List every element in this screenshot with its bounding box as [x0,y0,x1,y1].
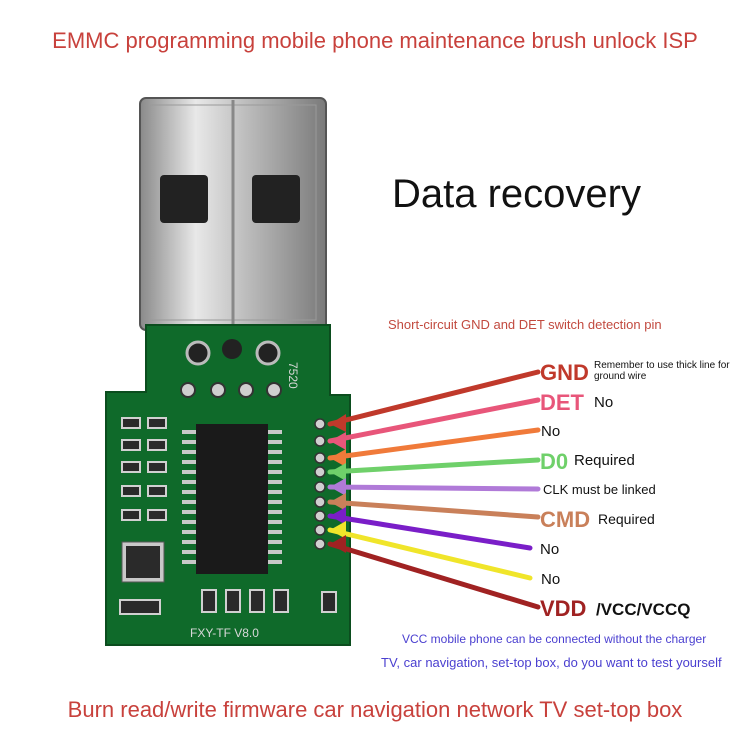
usb-connector [139,97,327,331]
tv-note: TV, car navigation, set-top box, do you … [381,655,722,670]
pin-no-3-desc: No [541,571,561,588]
pin-cmd-label: CMD [540,507,591,532]
main-heading: Data recovery [392,172,641,216]
board-marking-bottom: FXY-TF V8.0 [190,626,259,640]
arrow-d0 [327,457,541,475]
arrow-det [327,397,541,444]
arrow-gnd [327,369,541,427]
footer-title: Burn read/write firmware car navigation … [67,697,683,722]
arrow-vdd [327,541,541,610]
pin-vdd-desc: /VCC/VCCQ [596,600,691,619]
pin-no-1-desc: No [541,423,561,440]
arrow-no-2 [327,513,533,551]
pin-d0-label: D0 [540,449,569,474]
vcc-note: VCC mobile phone can be connected withou… [402,632,707,646]
pin-clk-desc: CLK must be linked [543,482,656,497]
pin-gnd-label: GND [540,360,589,385]
subnote: Short-circuit GND and DET switch detecti… [388,317,662,332]
arrow-no-3 [327,527,533,581]
board-marking-top: 7520 [286,362,300,389]
pcb-board [105,324,351,646]
pin-vdd-label: VDD [540,596,587,621]
pin-det-label: DET [540,390,584,415]
arrow-clk [327,484,541,492]
pin-no-2-desc: No [540,541,560,558]
pin-det-desc: No [594,394,614,411]
arrow-cmd [327,499,541,520]
arrow-no-1 [327,427,541,461]
pin-d0-desc: Required [574,452,635,469]
pin-cmd-desc: Required [598,511,655,527]
pin-gnd-desc: Remember to use thick line for ground wi… [594,360,730,382]
header-title: EMMC programming mobile phone maintenanc… [52,28,698,53]
